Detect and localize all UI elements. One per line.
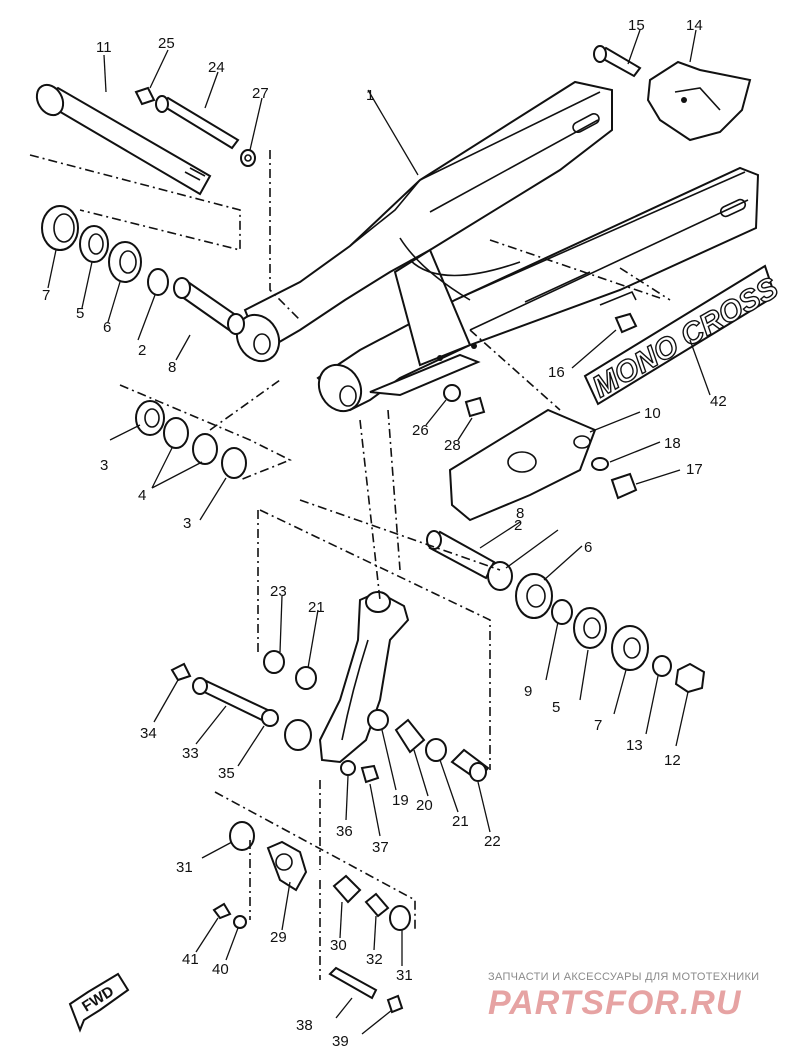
part-label-1: 1 [366, 87, 374, 104]
fwd-direction-arrow: FWD [68, 972, 130, 1033]
chain-guard-14-15 [593, 45, 752, 142]
part-label-13: 13 [626, 737, 643, 754]
part-label-9: 9 [524, 683, 532, 700]
part-label-42: 42 [710, 393, 727, 410]
part-label-5-2: 5 [552, 699, 560, 716]
assembly-guide-lines [29, 150, 671, 980]
part-label-23: 23 [270, 583, 287, 600]
part-label-6: 6 [103, 319, 111, 336]
part-label-37: 37 [372, 839, 389, 856]
part-label-8: 8 [168, 359, 176, 376]
part-label-17: 17 [686, 461, 703, 478]
part-label-12: 12 [664, 752, 681, 769]
part-label-2: 2 [138, 342, 146, 359]
part-label-38: 38 [296, 1017, 313, 1034]
part-label-21: 21 [452, 813, 469, 830]
part-label-2-2: 2 [514, 517, 522, 534]
washer-nut-26-28 [443, 384, 486, 418]
part-label-7: 7 [42, 287, 50, 304]
watermark: ЗАПЧАСТИ И АКСЕССУАРЫ ДЛЯ МОТОТЕХНИКИ PA… [488, 971, 759, 1022]
part-label-3: 3 [100, 457, 108, 474]
pivot-shaft [35, 83, 212, 196]
right-bearing-stack [426, 530, 706, 694]
part-label-24: 24 [208, 59, 225, 76]
part-label-28: 28 [444, 437, 461, 454]
connecting-rod-stack [212, 821, 411, 1014]
left-bearing-stack [41, 205, 245, 335]
part-label-39: 39 [332, 1033, 349, 1050]
part-label-4: 4 [138, 487, 146, 504]
swingarm [235, 80, 760, 413]
part-label-20: 20 [416, 797, 433, 814]
part-label-6-2: 6 [584, 539, 592, 556]
part-label-34: 34 [140, 725, 157, 742]
part-label-35: 35 [218, 765, 235, 782]
watermark-caption: ЗАПЧАСТИ И АКСЕССУАРЫ ДЛЯ МОТОТЕХНИКИ [488, 971, 759, 983]
part-label-3-2: 3 [183, 515, 191, 532]
part-label-19: 19 [392, 792, 409, 809]
part-label-40: 40 [212, 961, 229, 978]
part-label-14: 14 [686, 17, 703, 34]
part-label-41: 41 [182, 951, 199, 968]
part-label-10: 10 [644, 405, 661, 422]
part-label-27: 27 [252, 85, 269, 102]
part-label-15: 15 [628, 17, 645, 34]
relay-arm [263, 590, 410, 764]
part-label-21-2: 21 [308, 599, 325, 616]
part-label-29: 29 [270, 929, 287, 946]
part-label-11: 11 [96, 39, 112, 56]
part-label-5: 5 [76, 305, 84, 322]
nut-16 [614, 312, 638, 334]
relay-bolt-33-34-35 [170, 662, 279, 727]
part-label-18: 18 [664, 435, 681, 452]
chain-puller-plate [448, 408, 638, 522]
part-label-25: 25 [158, 35, 175, 52]
part-label-26: 26 [412, 422, 429, 439]
part-label-33: 33 [182, 745, 199, 762]
part-label-30: 30 [330, 937, 347, 954]
part-label-31-2: 31 [396, 967, 413, 984]
relay-bushings-20-21-22 [394, 718, 490, 782]
bolt-assembly-24-25-27 [134, 86, 256, 167]
leader-lines [47, 29, 711, 1035]
part-label-16: 16 [548, 364, 565, 381]
part-label-31: 31 [176, 859, 193, 876]
part-label-7-2: 7 [594, 717, 602, 734]
part-label-8-2: 8 [516, 505, 524, 522]
part-label-36: 36 [336, 823, 353, 840]
part-label-32: 32 [366, 951, 383, 968]
washer-nut-36-37 [340, 760, 380, 784]
watermark-brand: PARTSFOR.RU [488, 984, 742, 1022]
part-label-22: 22 [484, 833, 501, 850]
left-oil-seal-stack [135, 400, 247, 479]
